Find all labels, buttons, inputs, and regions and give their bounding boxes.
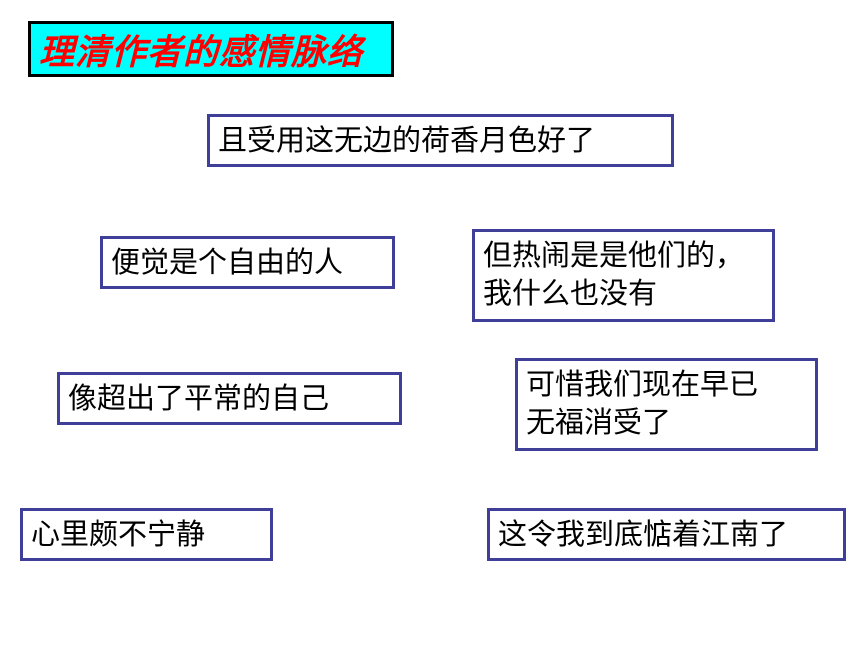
emotion-box-uneasy-heart: 心里颇不宁静 <box>20 508 273 561</box>
emotion-text-line-2: 无福消受了 <box>526 405 672 439</box>
emotion-box-thinking-jiangnan: 这令我到底惦着江南了 <box>487 508 846 561</box>
emotion-text: 这令我到底惦着江南了 <box>498 517 789 551</box>
emotion-text-line-2: 我什么也没有 <box>483 276 658 310</box>
title-banner: 理清作者的感情脉络 <box>28 21 394 77</box>
emotion-box-beyond-self: 像超出了平常的自己 <box>57 372 402 425</box>
emotion-text: 心里颇不宁静 <box>31 517 206 551</box>
emotion-box-no-fortune: 可惜我们现在早已 无福消受了 <box>515 358 818 451</box>
emotion-text-line-1: 可惜我们现在早已 <box>526 367 759 401</box>
slide-title: 理清作者的感情脉络 <box>39 32 364 73</box>
emotion-text: 像超出了平常的自己 <box>68 381 330 415</box>
emotion-text: 且受用这无边的荷香月色好了 <box>218 123 596 157</box>
emotion-box-lively-theirs: 但热闹是是他们的， 我什么也没有 <box>472 229 775 322</box>
emotion-text-line-1: 但热闹是是他们的， <box>483 238 745 272</box>
emotion-box-top: 且受用这无边的荷香月色好了 <box>207 114 674 167</box>
emotion-text: 便觉是个自由的人 <box>111 245 344 279</box>
emotion-box-free-person: 便觉是个自由的人 <box>100 236 395 289</box>
